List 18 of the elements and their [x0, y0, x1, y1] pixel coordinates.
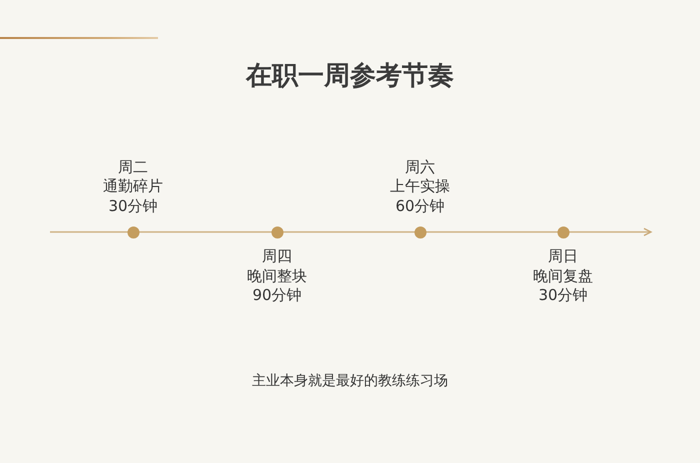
duration-label: 60分钟: [395, 196, 445, 216]
activity-label: 晚间复盘: [533, 266, 593, 286]
duration-label: 90分钟: [252, 286, 302, 306]
caption: 主业本身就是最好的教练练习场: [251, 372, 449, 391]
duration-label: 30分钟: [538, 286, 588, 306]
title: 在职一周参考节奏: [244, 60, 455, 93]
timeline-dot: [270, 226, 284, 238]
day-label: 周二: [118, 158, 148, 177]
day-label: 周日: [548, 247, 578, 266]
activity-label: 通勤碎片: [103, 177, 163, 196]
day-label: 周四: [262, 247, 292, 266]
timeline-dot: [414, 226, 426, 238]
duration-label: 30分钟: [108, 196, 158, 216]
timeline-dot: [126, 226, 140, 238]
timeline-dot: [556, 226, 570, 238]
day-label: 周六: [405, 158, 435, 177]
activity-label: 上午实操: [390, 177, 450, 196]
activity-label: 晚间整块: [247, 266, 307, 286]
